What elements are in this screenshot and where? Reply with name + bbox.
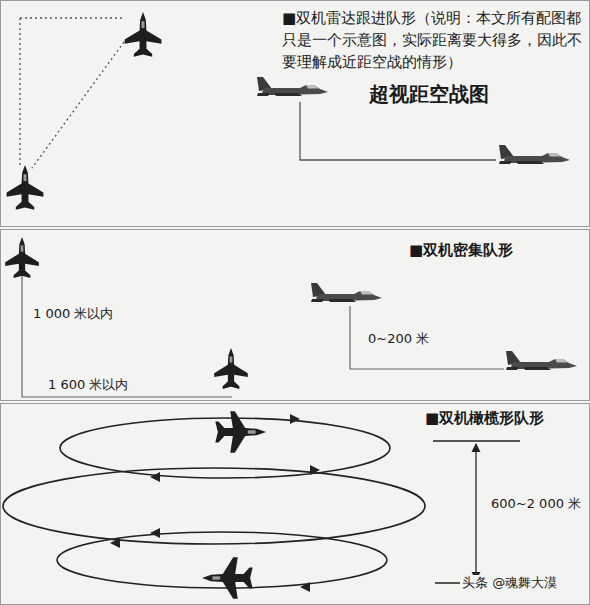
distance-label: 0~200 米 — [366, 331, 431, 347]
orbit-direction-arrows — [110, 414, 320, 592]
close-formation-drawing — [22, 274, 504, 397]
distance-label: 600~2 000 米 — [489, 496, 583, 512]
altitude-dimension — [433, 441, 520, 583]
distance-label: 1 000 米以内 — [31, 306, 115, 322]
formation-panel: ■双机雷达跟进队形（说明：本文所有配图都只是一个示意图，实际距离要大得多，因此不… — [0, 0, 590, 227]
panel-heading: ■双机雷达跟进队形（说明：本文所有配图都只是一个示意图，实际距离要大得多，因此不… — [282, 7, 584, 73]
watermark: 头条 @魂舞大漠 — [460, 575, 559, 591]
distance-label: 1 600 米以内 — [46, 377, 130, 393]
diagram-title: 超视距空战图 — [369, 81, 584, 107]
panel-heading: ■双机密集队形 — [409, 240, 579, 260]
olive-formation-orbits — [3, 418, 425, 588]
panel-heading: ■双机橄榄形队形 — [425, 408, 585, 428]
